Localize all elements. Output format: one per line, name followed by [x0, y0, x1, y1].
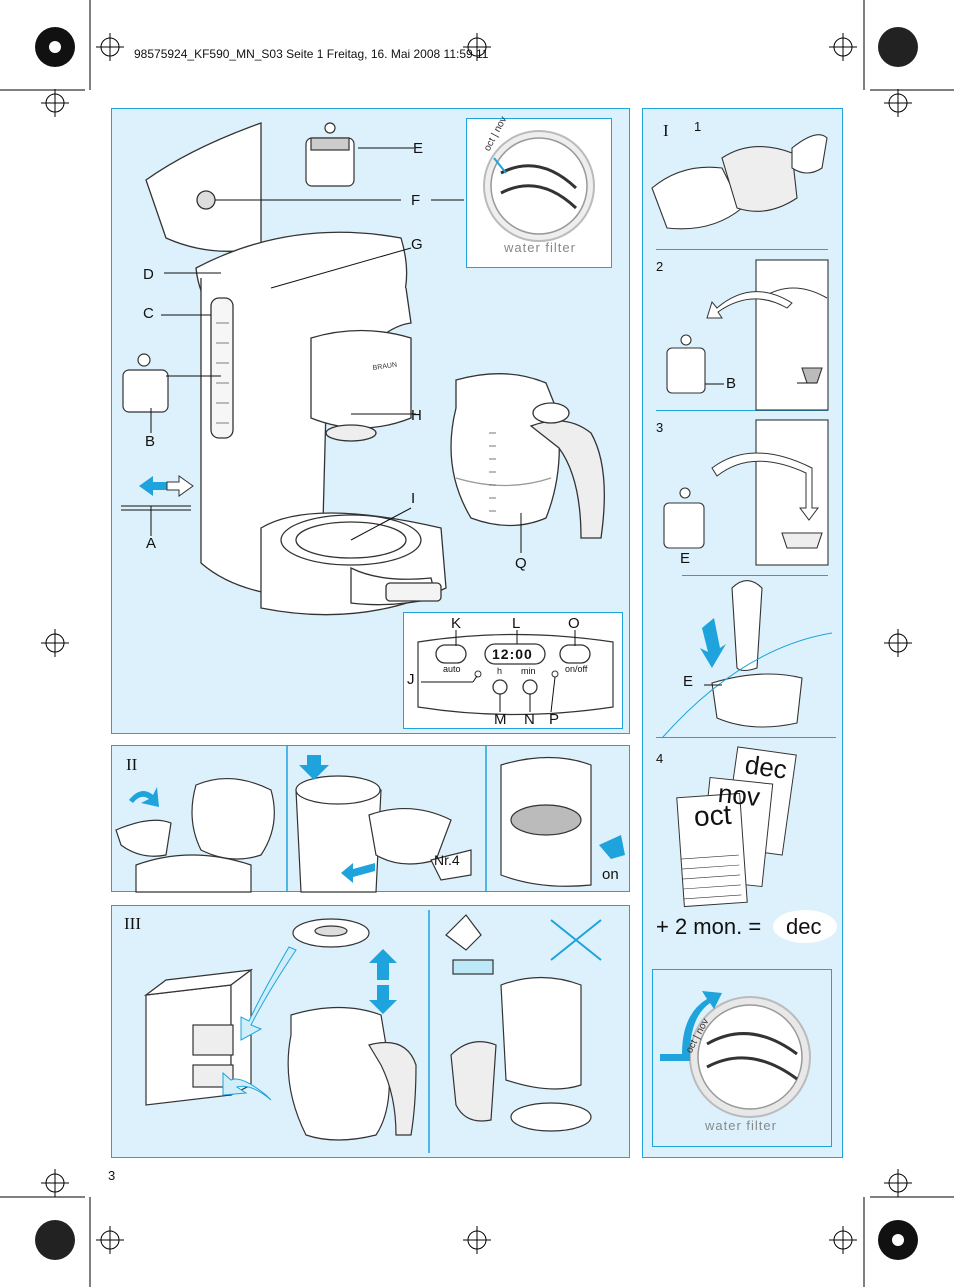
hour-button-label: h	[497, 666, 503, 676]
coffee-machine-illustration: BRAUN	[121, 122, 605, 616]
step-3-number: 3	[656, 420, 664, 435]
step-4-number: 4	[656, 751, 664, 766]
step-divider-1	[656, 249, 828, 250]
label-k: K	[451, 615, 462, 632]
water-filter-label: water filter	[504, 240, 576, 255]
step-1-number: 1	[694, 119, 702, 134]
month-formula: + 2 mon. =	[656, 914, 762, 939]
water-filter-dial-label: water filter	[705, 1118, 777, 1133]
label-d: D	[143, 266, 154, 283]
label-j: J	[407, 671, 415, 688]
calendar-grid	[680, 854, 742, 900]
label-q: Q	[515, 555, 527, 572]
label-m: M	[494, 711, 507, 728]
svg-text:BRAUN: BRAUN	[372, 362, 397, 372]
section-ii-dividers	[115, 745, 625, 893]
label-l: L	[512, 615, 521, 632]
label-f: F	[411, 192, 421, 209]
section-iii-numeral: III	[124, 914, 141, 933]
label-n: N	[524, 711, 535, 728]
page-number: 3	[108, 1168, 116, 1183]
section-iii-illustration	[143, 910, 602, 1153]
label-h: H	[411, 407, 422, 424]
print-header: 98575924_KF590_MN_S03 Seite 1 Freitag, 1…	[134, 47, 489, 61]
water-filter-dial	[483, 130, 595, 242]
step-divider-4	[656, 737, 836, 738]
label-c: C	[143, 305, 154, 322]
month-result-oval	[773, 910, 837, 943]
control-panel-drawing	[417, 630, 614, 716]
step-2-label-b: B	[726, 375, 737, 392]
label-a: A	[146, 535, 157, 552]
label-g: G	[411, 236, 423, 253]
calendar-oct-text: oct	[692, 798, 733, 833]
step-3-label-e: E	[680, 550, 691, 567]
step-divider-3	[682, 575, 828, 576]
onoff-button-label: on/off	[565, 664, 588, 674]
minute-button-label: min	[521, 666, 536, 676]
section-i-numeral: I	[663, 121, 669, 140]
step-press-label-e: E	[683, 673, 694, 690]
step-2-number: 2	[656, 259, 664, 274]
section-ii-numeral: II	[126, 755, 138, 774]
filter-steps-illustration	[651, 134, 833, 739]
label-b: B	[145, 433, 156, 450]
filter-size-label: Nr.4	[434, 852, 460, 868]
step-divider-2	[656, 410, 828, 411]
label-e: E	[413, 140, 424, 157]
month-result: dec	[786, 914, 822, 939]
water-filter-dial-set	[660, 991, 811, 1118]
on-label: on	[602, 866, 619, 883]
clock-display: 12:00	[492, 646, 533, 662]
auto-button-label: auto	[443, 664, 461, 674]
label-p: P	[549, 711, 560, 728]
label-o: O	[568, 615, 580, 632]
label-i: I	[411, 490, 416, 507]
